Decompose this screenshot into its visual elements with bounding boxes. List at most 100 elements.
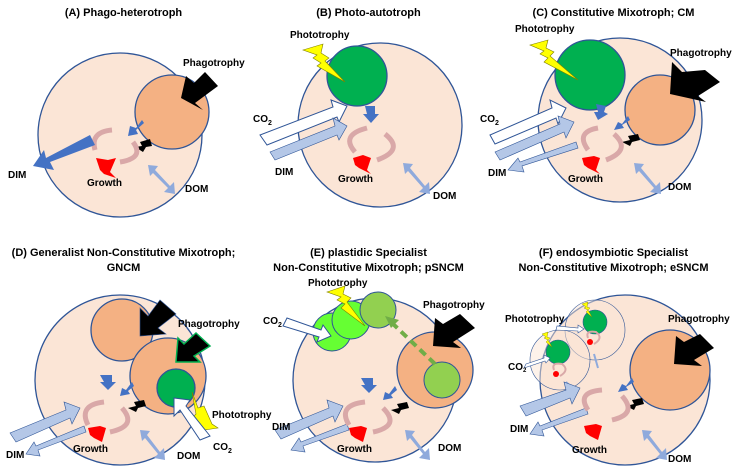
growth-label: Growth [337,444,372,455]
metabolic-cycle-arc [605,132,624,163]
panel-d: (D) Generalist Non-Constitutive Mixotrop… [0,230,272,469]
endosymbiont-co2-arrow-1 [555,324,585,334]
phagotrophy-arrow [670,62,720,102]
metabolic-cycle [343,399,366,427]
dim-label: DIM [510,424,528,435]
panel-f: (F) endosymbiotic Specialist Non-Constit… [490,230,737,469]
lightning-icon [191,391,219,431]
endosymbiont-co2-arrow-2 [523,354,551,369]
black-internal-arrow [128,400,146,412]
plastid-transfer-arrowhead [385,316,399,328]
panel-title: (A) Phago-heterotroph [0,6,247,21]
phototrophy-label: Phototrophy [290,30,350,41]
dim-arrow-out [290,423,350,453]
panel-title: (C) Constitutive Mixotroph; CM [490,6,737,21]
dim-arrow [33,135,95,170]
growth-label: Growth [73,444,108,455]
panel-title: (F) endosymbiotic Specialist Non-Constit… [490,246,737,276]
title-line: (B) Photo-autotroph [316,7,421,19]
chloroplast [554,39,626,111]
lightning-icon-1 [581,301,593,318]
dom-arrow [148,165,175,194]
lightning-icon [302,43,346,83]
diagram-d: Phagotrophy Phototrophy CO2 DIM Growth D… [6,294,272,466]
title-line: (C) Constitutive Mixotroph; CM [532,7,695,19]
metabolic-cycle-arc [611,394,631,423]
phototrophy-label: Phototrophy [515,24,575,35]
co2-label: CO2 [213,442,232,455]
dom-label: DOM [185,184,208,195]
panel-c: (C) Constitutive Mixotroph; CM Phototrop… [480,0,737,230]
dom-label: DOM [438,443,461,454]
metabolic-cycle-arc [372,406,393,435]
dim-arrow-out [529,407,589,437]
dim-arrow-in [519,381,581,417]
dim-arrow-in [494,115,575,161]
panel-e: (E) plastidic Specialist Non-Constitutiv… [245,230,492,469]
title-line: (D) Generalist Non-Constitutive Mixotrop… [11,247,236,259]
metabolic-cycle-arc [109,406,131,435]
title-line: (F) endosymbiotic Specialist [538,247,689,259]
dom-arrow [405,430,430,460]
endosymbiont-cycle-2 [552,362,567,377]
growth-label: Growth [338,174,373,185]
co2-arrow [259,99,348,146]
endosymbiont-cycle-1 [586,330,601,345]
phototrophy-label: Phototrophy [308,278,368,289]
dom-arrow [642,430,667,460]
internal-arrow [618,378,634,392]
dom-label: DOM [433,191,456,202]
metabolic-cycle [82,399,105,427]
dom-label: DOM [177,451,200,462]
title-line: (A) Phago-heterotroph [64,7,183,19]
phagotrophy-arrow [674,334,714,366]
internal-arrow-2 [383,386,397,400]
dom-arrow [403,163,430,194]
internal-arrow-1 [100,375,116,390]
diagram-c: Phototrophy Phagotrophy CO2 DIM Growth D… [480,24,732,203]
growth-label: Growth [87,178,122,189]
phagotrophy-arrow-1 [139,299,177,337]
panel-title: (E) plastidic Specialist Non-Constitutiv… [245,246,492,276]
metabolic-cycle-arc [376,132,396,163]
endosymbiont-dom-arrow-1 [593,353,599,369]
panel-a: (A) Phago-heterotroph Phagotrophy Growth… [0,0,247,230]
panel-b: (B) Photo-autotroph Phototrophy CO2 DIM … [245,0,492,230]
phagotrophy-label: Phagotrophy [183,58,245,69]
co2-label: CO2 [263,316,282,329]
plastid-transfer-dashed-arrow [389,320,437,366]
dim-label: DIM [275,167,293,178]
growth-arrow [584,424,602,442]
growth-label: Growth [572,445,607,456]
growth-arrow [88,426,106,444]
metabolic-cycle [581,387,603,412]
lightning-icon [529,39,579,81]
phototrophy-label: Phototrophy [505,314,565,325]
internal-arrow-chloroplast [594,104,608,120]
diagram-e: Phototrophy CO2 Phagotrophy DIM Growth D… [263,278,485,463]
dim-arrow-in [274,399,344,440]
phototrophy-label: Phototrophy [212,410,272,421]
dim-label: DIM [6,450,24,461]
black-internal-arrow [622,134,640,146]
metabolic-cycle [91,127,113,151]
diagram-f: Phagotrophy Phototrophy CO2 DIM Growth D… [505,294,730,466]
black-internal-arrow [391,402,409,414]
chloroplast [326,45,388,107]
internal-arrow-vacuole [614,116,630,130]
dim-arrow-out [507,141,579,173]
dim-arrow [269,117,348,161]
metabolic-cycle-arc [119,140,140,165]
title-line: GNCM [106,262,141,274]
panel-title: (B) Photo-autotroph [245,6,492,21]
dim-label: DIM [8,170,26,181]
phagotrophy-label: Phagotrophy [178,319,240,330]
internal-arrow [363,106,379,123]
title-line: (E) plastidic Specialist [310,247,427,259]
ingested-plastid [423,361,461,399]
dim-arrow-out [25,425,87,457]
phagotrophy-arrow [433,314,475,348]
growth-arrow [96,158,116,178]
internal-arrow [128,120,144,136]
internal-arrow-1 [361,378,377,393]
